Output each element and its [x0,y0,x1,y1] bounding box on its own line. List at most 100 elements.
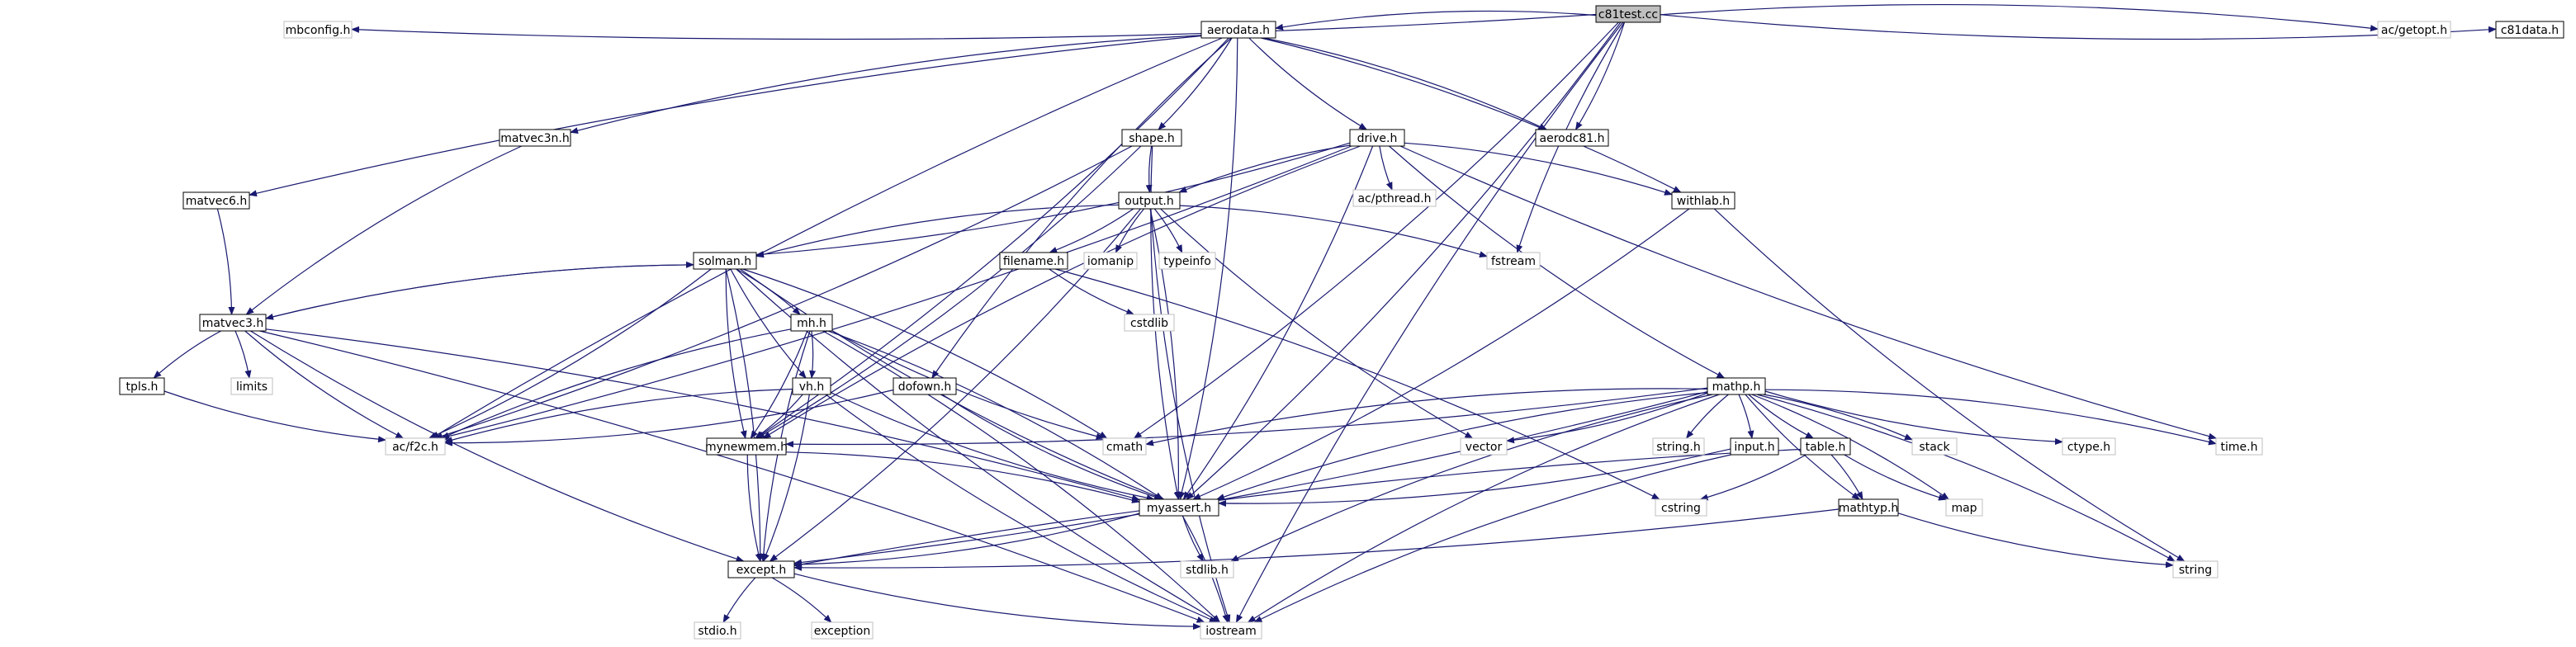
node-shape-h[interactable]: shape.h [1121,129,1182,147]
edge-mathp_h-to-string_h [1685,394,1729,439]
node-dofown-h[interactable]: dofown.h [893,377,957,395]
node-label: tpls.h [126,380,159,394]
node-except-h[interactable]: except.h [727,560,795,579]
node-mynewmem-h[interactable]: mynewmem.h [705,437,788,456]
edge-c81test_cc-to-c81data_h [1660,14,2497,40]
node-label: typeinfo [1163,255,1211,268]
node-box [119,377,165,395]
edges [153,3,2497,630]
edge-c81test_cc-to-myassert_h [1186,21,1622,500]
node-box [1121,129,1182,147]
edge-solman_h-to-matvec3_h [265,264,694,320]
edge-drive_h-to-mathp_h [1389,145,1726,379]
edge-mathp_h-to-vector [1506,392,1708,444]
node-label: matvec6.h [186,195,248,208]
node-stdio-h: stdio.h [694,621,741,640]
nodes: c81test.cc mbconfig.h aerodata.h ac/getopt.… [119,5,2564,640]
node-label: string [2179,564,2212,577]
node-box [385,437,446,456]
edge-mathtyp_h-to-string [1897,512,2174,569]
node-box [893,377,957,395]
node-matvec6-h[interactable]: matvec6.h [182,191,250,210]
node-box [1945,498,1983,517]
edge-drive_h-to-mynewmem_h [762,145,1361,439]
node-label: matvec3.h [202,317,264,330]
node-ac-pthread-h: ac/pthread.h [1352,189,1437,207]
node-drive-h[interactable]: drive.h [1349,129,1405,147]
node-cstdlib: cstdlib [1124,314,1175,332]
node-label: mathp.h [1712,380,1761,394]
node-box [1838,498,1899,517]
edge-mathtyp_h-to-except_h [793,508,1840,571]
node-time-h: time.h [2215,437,2263,456]
edge-mh_h-to-mynewmem_h [750,330,808,439]
node-box [1200,21,1276,39]
edge-filename_h-to-cstring [1055,268,1660,500]
edge-matvec3_h-to-ac_f2c_h [244,330,405,439]
edge-output_h-to-iomanip [1115,208,1145,253]
edge-aerodata_h-to-shape_h [1158,37,1233,130]
node-withlab-h[interactable]: withlab.h [1671,191,1735,210]
node-aerodata-h[interactable]: aerodata.h [1200,21,1276,39]
node-label: myassert.h [1147,502,1211,515]
edge-matvec3_h-to-except_h [250,330,745,562]
node-label: c81data.h [2501,24,2559,37]
edge-c81test_cc-to-ac_getopt_h [1660,3,2379,32]
node-box [1655,498,1707,517]
node-input-h[interactable]: input.h [1730,437,1779,456]
node-label: table.h [1806,441,1846,454]
node-box [811,621,874,640]
edge-aerodata_h-to-matvec3n_h [570,35,1202,134]
node-output-h[interactable]: output.h [1118,191,1181,210]
node-mathp-h[interactable]: mathp.h [1707,377,1766,395]
node-c81data-h[interactable]: c81data.h [2495,21,2564,39]
node-tpls-h[interactable]: tpls.h [119,377,165,395]
node-c81test-cc: c81test.cc [1595,5,1661,23]
node-label: mh.h [797,317,826,330]
node-box [1158,252,1216,270]
edge-filename_h-to-cstdlib [1049,268,1135,315]
node-table-h[interactable]: table.h [1800,437,1851,456]
node-box [1139,498,1219,517]
node-label: mathtyp.h [1839,502,1899,515]
node-ac-f2c-h: ac/f2c.h [385,437,446,456]
edge-mathp_h-to-iostream [1247,394,1720,623]
node-ac-getopt-h: ac/getopt.h [2377,21,2451,39]
node-box [1707,377,1766,395]
edge-except_h-to-stdio_h [722,577,756,623]
edge-c81test_cc-to-aerodc81_h [1574,21,1626,130]
node-mh-h[interactable]: mh.h [790,314,833,332]
edge-vh_h-to-mynewmem_h [754,394,803,439]
node-label: solman.h [698,255,751,268]
node-label: ac/pthread.h [1357,192,1431,205]
node-string: string [2172,560,2218,579]
edge-myassert_h-to-except_h [793,512,1140,568]
node-label: exception [814,625,870,638]
node-filename-h[interactable]: filename.h [999,252,1068,270]
node-vh-h[interactable]: vh.h [792,377,831,395]
node-solman-h[interactable]: solman.h [693,252,757,270]
node-mbconfig-h: mbconfig.h [283,21,353,39]
node-iomanip: iomanip [1083,252,1138,270]
edge-mathp_h-to-ctype_h [1764,390,2063,446]
node-box [1460,437,1508,456]
edge-vh_h-to-iostream [825,394,1218,623]
node-label: c81test.cc [1598,8,1658,21]
edge-mathp_h-to-input_h [1738,394,1754,439]
edge-vh_h-to-except_h [763,394,810,562]
node-label: vh.h [799,380,824,394]
node-myassert-h[interactable]: myassert.h [1139,498,1219,517]
node-matvec3-h[interactable]: matvec3.h [199,314,267,332]
node-box [792,377,831,395]
edge-matvec3_h-to-iostream [259,330,1205,623]
edge-mathp_h-to-except_h [793,391,1708,566]
node-matvec3n-h[interactable]: matvec3n.h [499,129,571,147]
edge-table_h-to-cstring [1699,454,1807,501]
edge-table_h-to-map [1844,454,1947,501]
edge-drive_h-to-ac_pthread_h [1379,145,1393,191]
node-mathtyp-h[interactable]: mathtyp.h [1838,498,1899,517]
node-aerodc81-h[interactable]: aerodc81.h [1535,129,1609,147]
edge-matvec6_h-to-matvec3_h [216,208,235,315]
node-box [283,21,353,39]
edge-c81test_cc-to-mbconfig_h [351,13,1597,40]
